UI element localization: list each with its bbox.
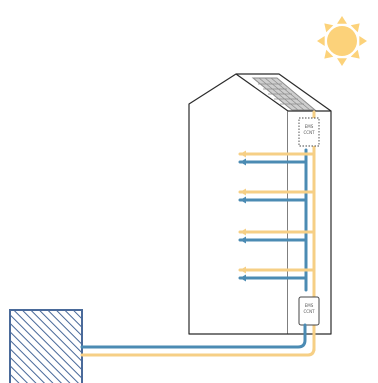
sun-ray — [350, 23, 360, 33]
ground-pipes — [80, 323, 316, 357]
sun-ray — [337, 58, 347, 66]
ground-pipe-warm — [80, 338, 316, 357]
ground-pipe-cool — [80, 323, 307, 349]
floor-3-cool-arrow — [240, 236, 246, 244]
control-unit-top-label-2: CCNT — [303, 130, 315, 135]
floor-2-cool-arrow — [240, 196, 246, 204]
sun-ray — [317, 36, 325, 46]
control-unit-bottom-label-2: CCNT — [303, 309, 315, 314]
sun-ray — [324, 23, 334, 33]
control-unit-bottom: EMS CCNT — [298, 296, 320, 326]
ground-storage-icon — [9, 309, 83, 383]
floor-distribution-lines — [238, 150, 316, 282]
building — [188, 73, 332, 335]
floor-2-warm-arrow — [240, 188, 246, 196]
floor-1-cool-arrow — [240, 158, 246, 166]
floor-4-warm-arrow — [240, 266, 246, 274]
control-unit-bottom-label-1: EMS — [305, 303, 314, 308]
control-unit-top: EMS CCNT — [298, 117, 320, 147]
solar-panel-icon — [251, 77, 317, 111]
sun-ray — [337, 16, 347, 24]
sun-ray — [350, 49, 360, 59]
sun-ray — [359, 36, 367, 46]
sun-ray — [324, 49, 334, 59]
control-unit-top-label-1: EMS — [305, 124, 314, 129]
floor-1-warm-arrow — [240, 150, 246, 158]
sun-icon — [317, 16, 367, 66]
floor-3-warm-arrow — [240, 228, 246, 236]
floor-4-cool-arrow — [240, 274, 246, 282]
building-front-face — [188, 73, 289, 335]
building-roof-ridge — [236, 73, 332, 112]
